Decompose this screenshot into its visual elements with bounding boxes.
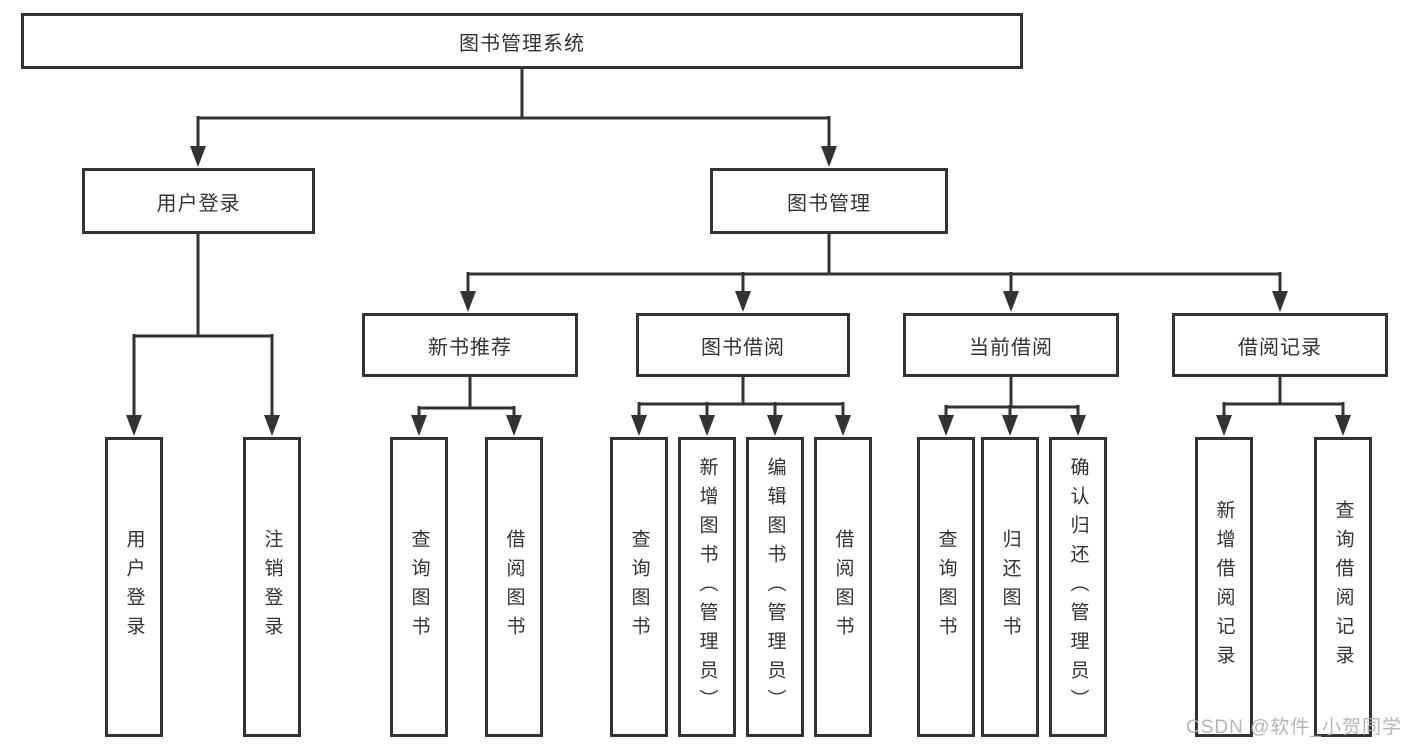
leaf-add-borrow-record: 新增借阅记录 bbox=[1195, 437, 1253, 737]
leaf-borrow-books-borrow: 借阅图书 bbox=[814, 437, 872, 737]
node-root-label: 图书管理系统 bbox=[459, 32, 585, 55]
node-book-management-label: 图书管理 bbox=[787, 192, 871, 215]
node-borrow-records: 借阅记录 bbox=[1172, 313, 1388, 377]
node-new-book-recommend: 新书推荐 bbox=[362, 313, 578, 377]
leaf-logout-login-label: 注销登录 bbox=[261, 529, 283, 645]
leaf-query-books-current-label: 查询图书 bbox=[935, 529, 957, 645]
node-current-borrow-label: 当前借阅 bbox=[969, 336, 1053, 359]
node-new-book-recommend-label: 新书推荐 bbox=[428, 336, 512, 359]
leaf-return-books: 归还图书 bbox=[981, 437, 1039, 737]
leaf-query-books-borrow: 查询图书 bbox=[610, 437, 668, 737]
leaf-borrow-books-recommend-label: 借阅图书 bbox=[503, 529, 525, 645]
leaf-add-borrow-record-label: 新增借阅记录 bbox=[1213, 500, 1235, 674]
leaf-query-borrow-record-label: 查询借阅记录 bbox=[1332, 500, 1354, 674]
leaf-return-books-label: 归还图书 bbox=[999, 529, 1021, 645]
leaf-add-book-admin: 新增图书（管理员） bbox=[678, 437, 736, 737]
leaf-query-books-borrow-label: 查询图书 bbox=[628, 529, 650, 645]
leaf-query-books-recommend-label: 查询图书 bbox=[408, 529, 430, 645]
leaf-borrow-books-borrow-label: 借阅图书 bbox=[832, 529, 854, 645]
leaf-confirm-return-admin: 确认归还（管理员） bbox=[1049, 437, 1107, 737]
leaf-user-login: 用户登录 bbox=[105, 437, 163, 737]
leaf-logout-login: 注销登录 bbox=[243, 437, 301, 737]
node-book-borrow-label: 图书借阅 bbox=[701, 336, 785, 359]
csdn-watermark: CSDN @软件_小贺同学 bbox=[1186, 717, 1402, 738]
leaf-add-book-admin-label: 新增图书（管理员） bbox=[696, 456, 718, 718]
node-current-borrow: 当前借阅 bbox=[903, 313, 1119, 377]
leaf-borrow-books-recommend: 借阅图书 bbox=[485, 437, 543, 737]
leaf-user-login-label: 用户登录 bbox=[123, 529, 145, 645]
leaf-query-borrow-record: 查询借阅记录 bbox=[1314, 437, 1372, 737]
node-borrow-records-label: 借阅记录 bbox=[1238, 336, 1322, 359]
node-book-borrow: 图书借阅 bbox=[636, 313, 850, 377]
node-user-login: 用户登录 bbox=[82, 168, 315, 234]
node-root: 图书管理系统 bbox=[21, 13, 1023, 69]
node-user-login-label: 用户登录 bbox=[156, 192, 241, 215]
leaf-query-books-current: 查询图书 bbox=[917, 437, 975, 737]
leaf-query-books-recommend: 查询图书 bbox=[390, 437, 448, 737]
node-book-management: 图书管理 bbox=[710, 168, 948, 234]
leaf-edit-book-admin: 编辑图书（管理员） bbox=[746, 437, 804, 737]
leaf-edit-book-admin-label: 编辑图书（管理员） bbox=[764, 456, 786, 718]
leaf-confirm-return-admin-label: 确认归还（管理员） bbox=[1067, 456, 1089, 718]
